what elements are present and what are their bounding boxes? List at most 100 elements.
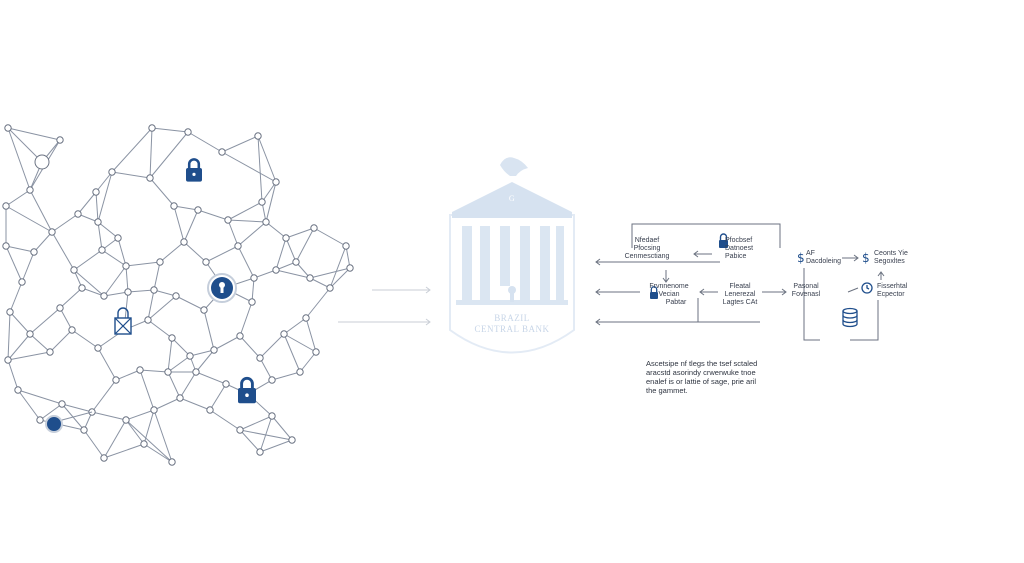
network-node <box>302 314 310 322</box>
network-node <box>200 306 208 314</box>
network-node <box>144 316 152 324</box>
network-edge <box>103 443 145 459</box>
lock-icon <box>238 376 256 404</box>
network-node <box>146 174 154 182</box>
network-edge <box>153 289 177 297</box>
bank-name-line2: CENTRAL BANK <box>474 324 550 334</box>
network-node <box>194 206 202 214</box>
network-edge <box>103 265 127 297</box>
network-edge <box>329 267 351 289</box>
network-edge <box>259 357 273 381</box>
dollar-icon: $ <box>862 251 870 265</box>
network-edge <box>183 209 199 243</box>
network-edge <box>21 251 35 283</box>
network-edge <box>305 317 317 353</box>
network-edge <box>149 131 189 179</box>
network-edge <box>125 419 145 445</box>
network-node <box>14 386 22 394</box>
network-node <box>280 330 288 338</box>
network-node <box>168 334 176 342</box>
network-edge <box>257 135 277 183</box>
network-edge <box>209 383 227 411</box>
network-node <box>172 292 180 300</box>
network-node <box>306 274 314 282</box>
network-edge <box>275 269 311 279</box>
network-edge <box>39 403 63 421</box>
network-edge <box>97 221 103 251</box>
network-node-highlight <box>45 415 63 433</box>
network-edge <box>309 277 331 289</box>
bank-pediment <box>452 182 572 218</box>
network-node <box>98 246 106 254</box>
network-edge <box>149 177 175 207</box>
lock-icon <box>719 233 728 248</box>
network-edge <box>299 351 317 373</box>
network-node <box>4 124 12 132</box>
network-node <box>272 178 280 186</box>
network-edge <box>71 329 99 349</box>
network-node <box>186 352 194 360</box>
network-edge <box>111 171 151 179</box>
network-edge <box>103 291 129 297</box>
network-edge <box>5 245 23 283</box>
network-node <box>48 228 56 236</box>
network-edge <box>33 231 53 253</box>
network-node <box>222 380 230 388</box>
network-edge <box>5 205 53 233</box>
network-edge <box>51 213 79 233</box>
network-node <box>122 262 130 270</box>
network-node <box>288 436 296 444</box>
network-node <box>342 242 350 250</box>
network-edge <box>251 277 255 303</box>
network-edge <box>7 127 61 141</box>
network-node <box>250 274 258 282</box>
network-node <box>224 216 232 224</box>
network-edge <box>227 201 263 221</box>
flow-line-d-bracket <box>697 298 760 323</box>
network-edge <box>195 371 227 385</box>
network-edge <box>309 267 351 279</box>
network-node <box>164 368 172 376</box>
network-edge <box>221 135 259 153</box>
network-edge <box>227 219 239 247</box>
network-node <box>94 218 102 226</box>
network-edge <box>77 191 97 215</box>
network-edge <box>265 181 277 223</box>
flow-line-h-bracket <box>850 300 879 341</box>
network-edge <box>51 231 75 271</box>
network-node <box>236 332 244 340</box>
network-node <box>258 198 266 206</box>
bank-columns <box>456 226 568 305</box>
network-node <box>156 258 164 266</box>
network-edge <box>271 371 301 381</box>
network-edge <box>167 371 181 399</box>
network-edge <box>237 245 255 279</box>
network-edge <box>61 403 93 413</box>
network-node <box>218 148 226 156</box>
network-edge <box>17 389 41 421</box>
network-node <box>256 354 264 362</box>
network-node <box>346 264 354 272</box>
network-edge <box>49 329 73 353</box>
network-edge <box>167 355 191 373</box>
network-edge <box>9 281 23 313</box>
network-edge <box>125 265 129 293</box>
network-edge <box>305 287 331 319</box>
network-node <box>30 248 38 256</box>
network-node <box>180 238 188 246</box>
network-edge <box>59 287 83 309</box>
network-node <box>2 202 10 210</box>
network-edge <box>97 171 113 223</box>
network-edge <box>29 189 53 233</box>
network-edge <box>171 337 191 357</box>
network-node <box>6 308 14 316</box>
network-edge <box>151 127 189 133</box>
network-edge <box>189 349 215 357</box>
network-node <box>136 366 144 374</box>
network-node <box>326 284 334 292</box>
